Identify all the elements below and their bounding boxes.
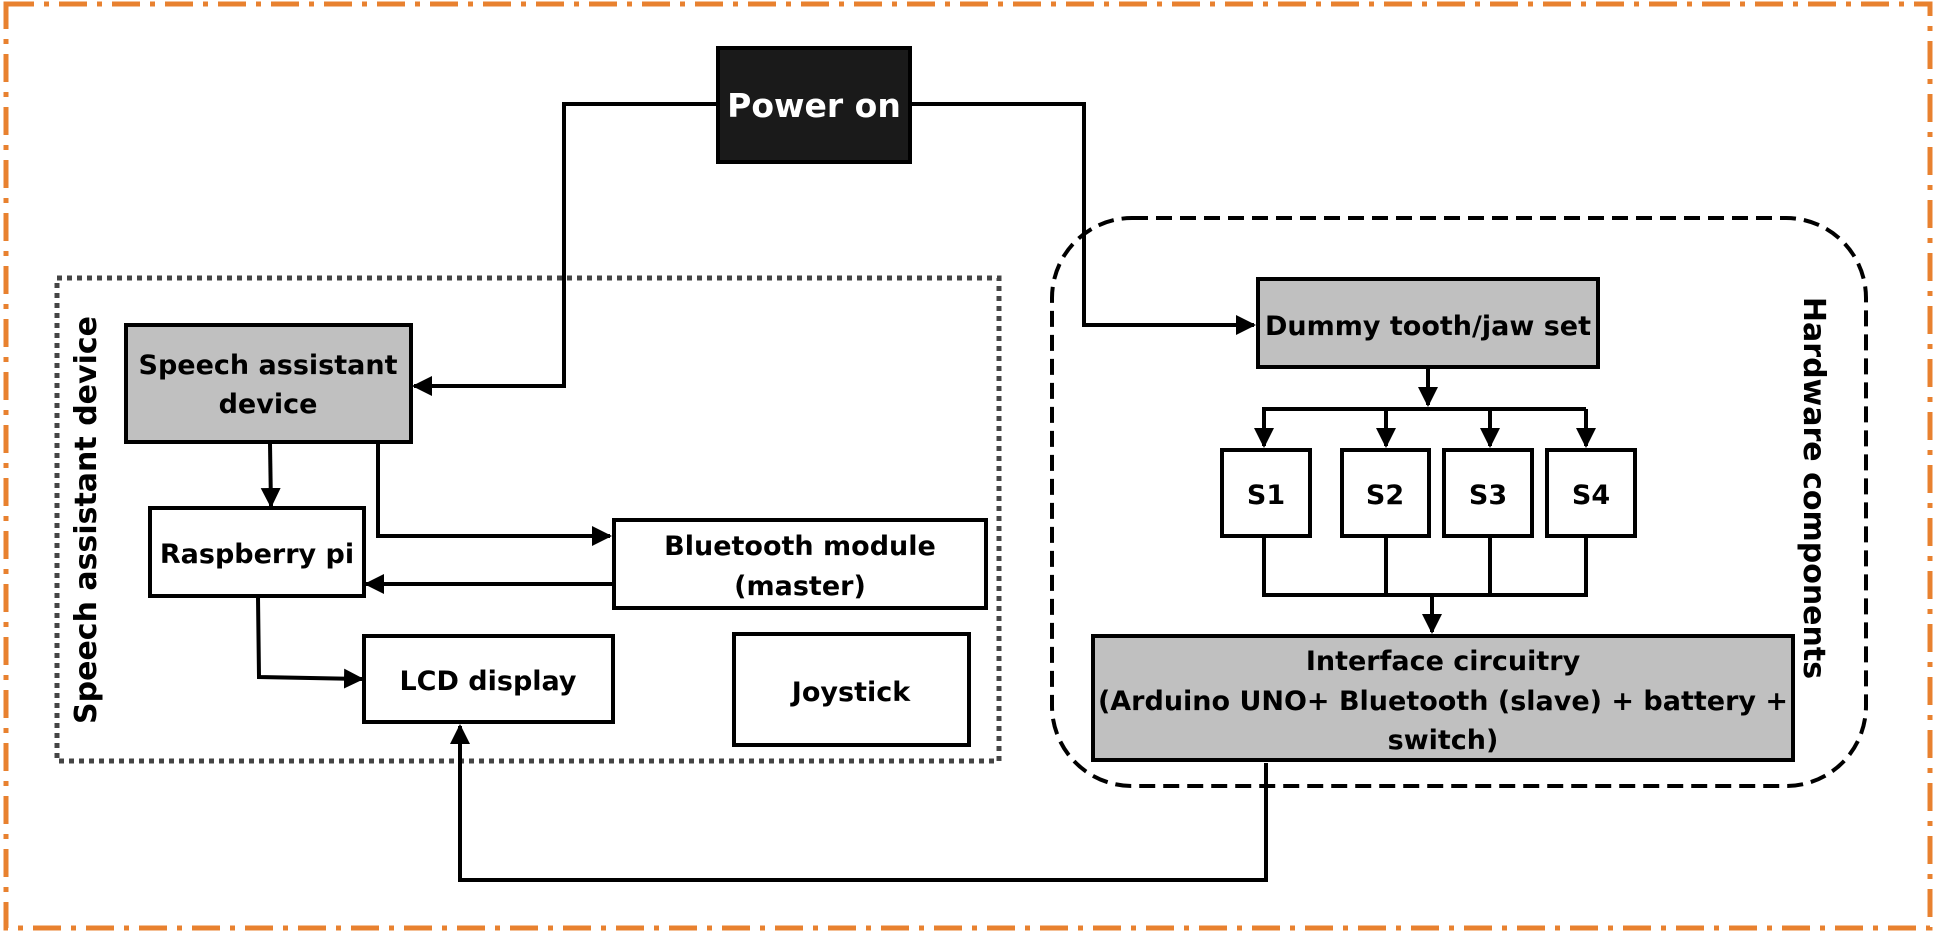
power-on-label: Power on	[727, 86, 901, 125]
speech-assistant-node: Speech assistant device	[124, 323, 413, 444]
arrow-power-to-dummy	[910, 102, 1256, 335]
raspberry-pi-node: Raspberry pi	[148, 506, 366, 598]
joystick-node: Joystick	[732, 632, 971, 747]
lcd-display-node: LCD display	[362, 634, 615, 724]
speech-group-label: Speech assistant device	[69, 316, 104, 724]
sensor-s3: S3	[1442, 448, 1534, 538]
sensor-s2: S2	[1340, 448, 1431, 538]
interface-circuitry-node: Interface circuitry (Arduino UNO+ Blueto…	[1091, 634, 1795, 762]
hardware-group-label: Hardware components	[1796, 297, 1831, 679]
speech-assistant-label-line2: device	[219, 389, 318, 420]
sensor-s1: S1	[1220, 448, 1312, 538]
bluetooth-master-node: Bluetooth module (master)	[612, 518, 988, 610]
connectors	[256, 102, 1596, 882]
bluetooth-master-label-line1: Bluetooth module	[664, 531, 936, 562]
dummy-tooth-label: Dummy tooth/jaw set	[1265, 311, 1591, 342]
sensor-s3-label: S3	[1469, 480, 1507, 511]
raspberry-pi-label: Raspberry pi	[160, 539, 354, 570]
dummy-tooth-node: Dummy tooth/jaw set	[1256, 277, 1600, 369]
bluetooth-master-label-line2: (master)	[734, 571, 866, 602]
outer-frame	[3, 1, 1933, 931]
sensor-s4-label: S4	[1572, 480, 1610, 511]
hardware-group-border	[1050, 216, 1868, 788]
sensor-s4: S4	[1545, 448, 1637, 538]
interface-label-line1: Interface circuitry	[1306, 646, 1581, 677]
arrow-power-to-speech	[412, 102, 718, 396]
sensor-s2-label: S2	[1366, 480, 1404, 511]
interface-label-line3: switch)	[1388, 725, 1499, 756]
lcd-display-label: LCD display	[399, 666, 576, 697]
speech-assistant-label-line1: Speech assistant	[139, 350, 398, 381]
speech-group-border	[54, 275, 1002, 764]
arrow-speech-to-raspberry	[260, 443, 281, 508]
joystick-label: Joystick	[790, 677, 911, 708]
interface-label-line2: (Arduino UNO+ Bluetooth (slave) + batter…	[1098, 686, 1788, 717]
power-on-node: Power on	[716, 46, 912, 164]
arrow-interface-to-lcd	[450, 724, 1268, 882]
sensor-s1-label: S1	[1247, 480, 1285, 511]
arrow-speech-to-bluetooth	[376, 444, 612, 546]
arrow-raspberry-to-lcd	[256, 596, 364, 689]
